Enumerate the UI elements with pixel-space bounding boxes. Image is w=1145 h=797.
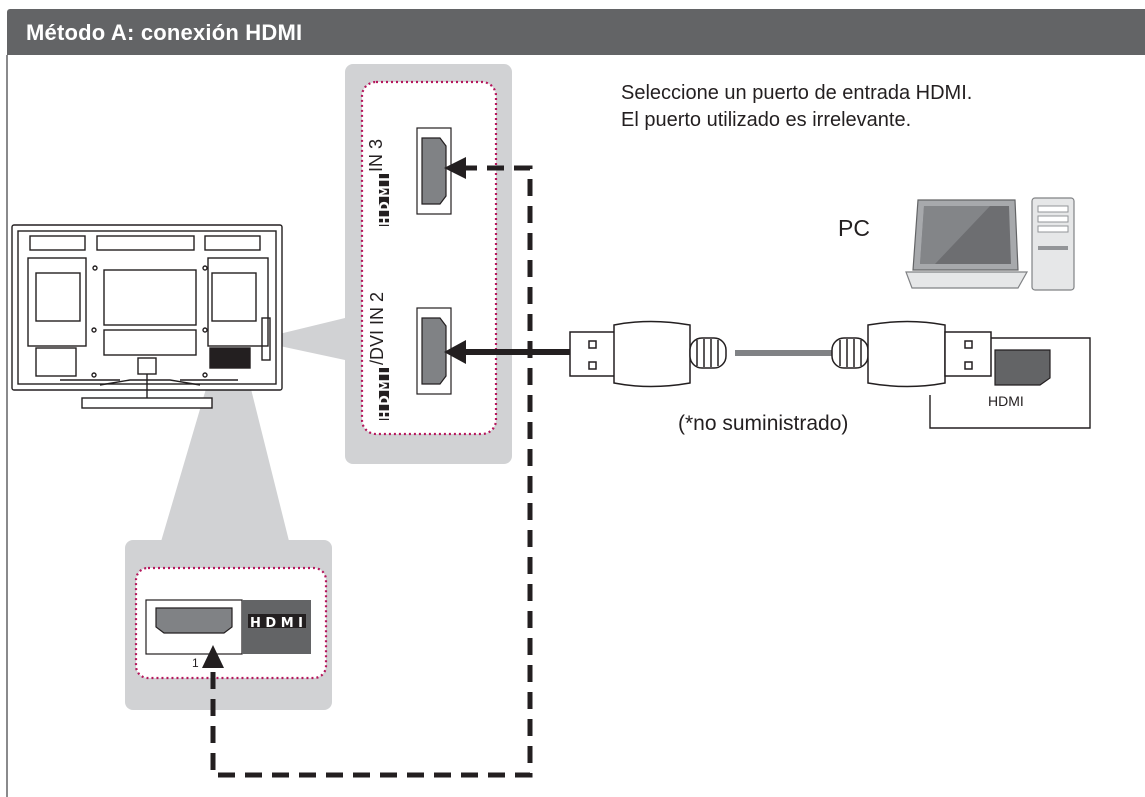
port-1-label: IN	[268, 652, 282, 668]
callout-bottom-port	[125, 365, 332, 710]
instructions-text: Seleccione un puerto de entrada HDMI. El…	[621, 80, 972, 134]
arrow-icon	[444, 157, 466, 179]
section-header: Método A: conexión HDMI	[7, 9, 1145, 55]
port-2-label: /DVI IN 2	[367, 291, 387, 365]
tv-back-icon	[11, 224, 283, 409]
hdmi-plug-icon	[831, 320, 992, 388]
hdmi-port-icon	[416, 127, 452, 215]
pc-hdmi-label: HDMI	[988, 393, 1024, 409]
port-1-number: 1	[192, 656, 199, 670]
hdmi-port-icon	[416, 307, 452, 395]
instructions-line-2: El puerto utilizado es irrelevante.	[621, 109, 912, 131]
pc-label: PC	[838, 215, 870, 241]
arrow-icon	[444, 340, 466, 364]
cable-note: (*no suministrado)	[678, 412, 849, 435]
cable-route-dashed	[202, 157, 533, 778]
pc-hdmi-port	[929, 337, 1091, 429]
desktop-tower-icon	[1031, 197, 1075, 291]
instructions-line-1: Seleccione un puerto de entrada HDMI.	[621, 82, 973, 104]
port-3-label: IN 3	[366, 138, 386, 172]
laptop-icon	[905, 199, 1029, 289]
section-title: Método A: conexión HDMI	[26, 20, 303, 45]
hdmi-port-icon: HDMI	[145, 599, 311, 655]
callout-side-ports	[275, 64, 512, 464]
arrow-icon	[202, 645, 224, 668]
hdmi-plug-icon	[569, 320, 727, 388]
